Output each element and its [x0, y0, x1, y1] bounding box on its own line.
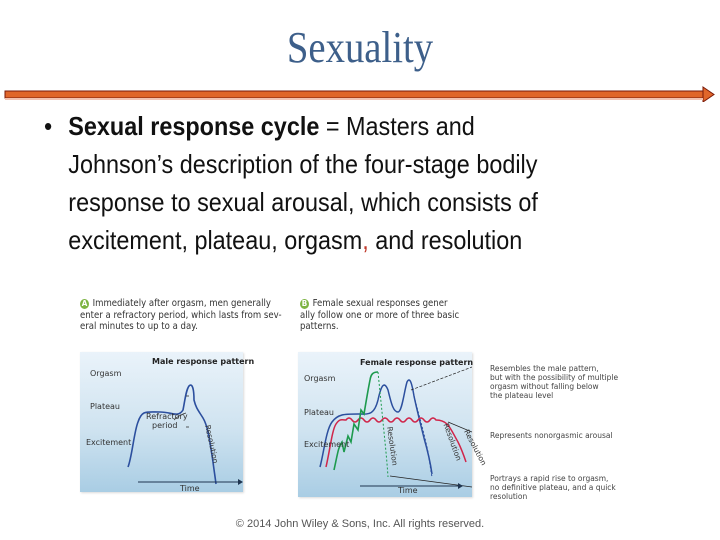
figure-a-caption-line: enter a refractory period, which lasts f…	[80, 309, 282, 321]
callout-rapid-rise: Portrays a rapid rise to orgasm, no defi…	[490, 474, 625, 501]
figure-a-caption-line: Immediately after orgasm, men generally	[92, 298, 271, 309]
female-curves-graphic	[319, 366, 472, 489]
y-label-plateau: Plateau	[90, 402, 120, 411]
callout-line: orgasm without falling below	[490, 382, 599, 391]
x-label-time: Time	[180, 484, 200, 493]
figure-a-badge: A	[80, 298, 89, 309]
title-arrow-rule	[4, 86, 715, 102]
callout-line: resolution	[490, 492, 528, 501]
y-label-excitement: Excitement	[304, 440, 350, 449]
callout-line: the plateau level	[490, 391, 554, 400]
callout-line: no definitive plateau, and a quick	[490, 483, 616, 492]
period-label: period	[152, 421, 178, 430]
callout-line: Represents nonorgasmic arousal	[490, 431, 613, 440]
figure-b-badge: B	[300, 298, 309, 309]
bullet-text-line2: Johnson’s description of the four-stage …	[68, 149, 538, 179]
bullet-icon: •	[44, 111, 53, 141]
slide-title: Sexuality	[286, 23, 434, 72]
callout-nonorgasmic: Represents nonorgasmic arousal	[490, 431, 625, 440]
callout-line: but with the possibility of multiple	[490, 373, 619, 382]
y-label-plateau: Plateau	[304, 408, 334, 417]
red-comma: ,	[362, 225, 369, 255]
refractory-label: Refractory	[146, 412, 188, 421]
bullet-text-line4b: and resolution	[368, 225, 523, 255]
y-label-excitement: Excitement	[86, 438, 132, 447]
figure-b-caption-line: Female sexual responses gener	[312, 298, 448, 309]
callout-line: Portrays a rapid rise to orgasm,	[490, 474, 609, 483]
bullet-text-line3: response to sexual arousal, which consis…	[68, 187, 538, 217]
female-chart-title: Female response pattern	[360, 358, 474, 367]
y-label-orgasm: Orgasm	[90, 369, 122, 378]
male-response-chart: Male response pattern Orgasm Plateau Exc…	[80, 352, 254, 493]
copyright-footer: © 2014 John Wiley & Sons, Inc. All right…	[235, 518, 485, 530]
male-chart-title: Male response pattern	[152, 357, 255, 366]
figure-b-caption-line: ally follow one or more of three basic	[300, 309, 460, 321]
male-curve-graphic	[127, 384, 243, 485]
figure-b-caption-line: patterns.	[300, 321, 339, 332]
x-label-time: Time	[398, 486, 418, 495]
bullet-definition: • Sexual response cycle = Masters and Joh…	[44, 107, 629, 259]
bullet-text-line1: = Masters and	[319, 111, 475, 141]
female-response-chart: Female response pattern Orgasm Plateau E…	[298, 352, 488, 497]
callout-multiple-orgasm: Resembles the male pattern, but with the…	[490, 364, 625, 400]
bullet-text-line4a: excitement, plateau, orgasm	[68, 225, 363, 255]
y-label-orgasm: Orgasm	[304, 374, 336, 383]
callout-line: Resembles the male pattern,	[490, 364, 599, 373]
bullet-term: Sexual response cycle	[68, 111, 320, 141]
figure-a-caption-line: eral minutes to up to a day.	[80, 321, 198, 332]
